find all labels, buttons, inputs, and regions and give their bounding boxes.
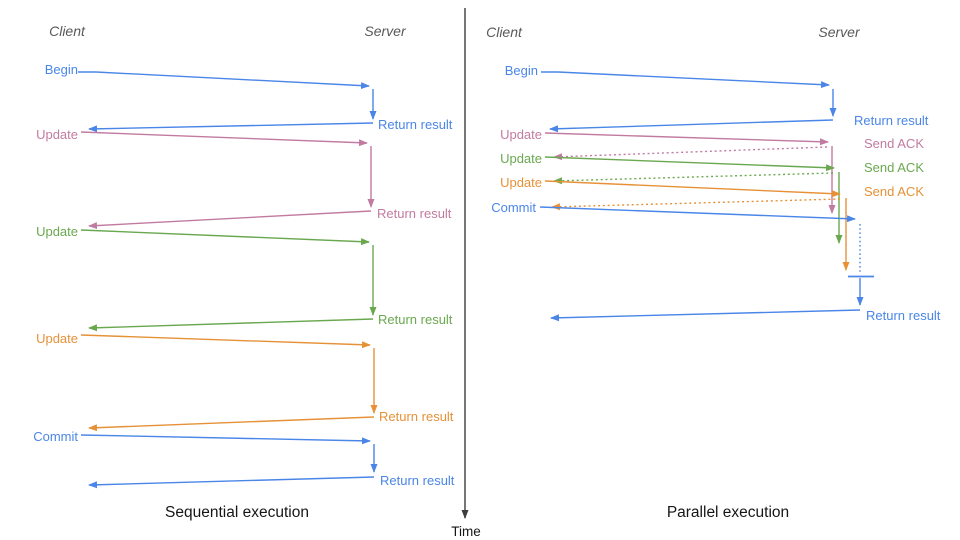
par-commit-return-label: Return result — [866, 308, 941, 323]
par-commit-label: Commit — [491, 200, 536, 215]
seq-update3-request-arrow — [80, 334, 371, 349]
sequential-title: Sequential execution — [165, 504, 309, 521]
seq-begin-label: Begin — [45, 62, 78, 77]
par-update2-request-arrow — [544, 156, 835, 172]
sequential-diagram: Client Server Begin Return result Update… — [33, 23, 455, 521]
par-update2-ack-label: Send ACK — [864, 160, 924, 175]
par-server-header: Server — [818, 24, 861, 40]
par-update1-ack-arrow — [553, 146, 828, 161]
par-update3-ack-arrow — [551, 198, 841, 211]
seq-commit-return-arrow — [88, 476, 375, 489]
par-begin-return-label: Return result — [854, 113, 929, 128]
seq-update2-return-arrow — [88, 318, 374, 332]
seq-begin-request-arrow — [78, 71, 370, 90]
par-update2-label: Update — [500, 151, 542, 166]
par-update1-request-arrow — [544, 132, 829, 146]
seq-update1-return-arrow — [88, 210, 372, 230]
time-axis-label: Time — [451, 524, 481, 539]
par-begin-label: Begin — [505, 63, 538, 78]
parallel-diagram: Client Server Begin Return result Update… — [486, 24, 941, 521]
seq-update3-return-arrow — [88, 416, 375, 432]
seq-update1-label: Update — [36, 127, 78, 142]
seq-client-header: Client — [49, 23, 86, 39]
parallel-title: Parallel execution — [667, 504, 789, 521]
par-update3-ack-label: Send ACK — [864, 184, 924, 199]
time-axis: Time — [451, 8, 481, 539]
seq-update1-return-label: Return result — [377, 206, 452, 221]
par-commit-request-arrow — [539, 206, 856, 223]
seq-commit-request-arrow — [80, 434, 371, 445]
par-update2-ack-arrow — [553, 172, 834, 185]
seq-update2-request-arrow — [80, 229, 370, 246]
seq-update3-return-label: Return result — [379, 409, 454, 424]
seq-commit-return-label: Return result — [380, 473, 455, 488]
seq-update1-request-arrow — [80, 131, 368, 147]
par-client-header: Client — [486, 24, 523, 40]
par-update3-request-arrow — [544, 180, 841, 198]
seq-server-header: Server — [364, 23, 407, 39]
par-update1-label: Update — [500, 127, 542, 142]
seq-update2-label: Update — [36, 224, 78, 239]
seq-update2-return-label: Return result — [378, 312, 453, 327]
seq-commit-label: Commit — [33, 429, 78, 444]
par-update3-label: Update — [500, 175, 542, 190]
par-begin-request-arrow — [541, 71, 830, 89]
seq-update3-label: Update — [36, 331, 78, 346]
par-update1-ack-label: Send ACK — [864, 136, 924, 151]
seq-begin-return-label: Return result — [378, 117, 453, 132]
seq-begin-return-arrow — [88, 122, 374, 133]
par-begin-return-arrow — [549, 119, 834, 133]
par-commit-return-arrow — [550, 309, 861, 322]
